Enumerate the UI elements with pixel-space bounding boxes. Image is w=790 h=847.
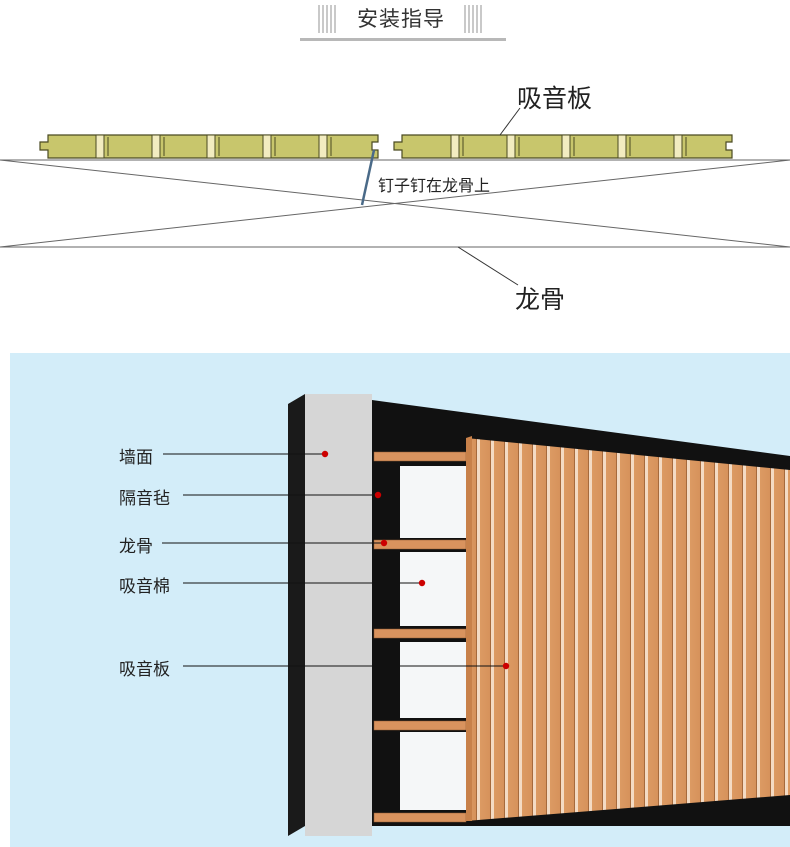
acoustic-panel-slats xyxy=(466,438,790,821)
title-right-stripes xyxy=(464,5,484,33)
panel-leader-line xyxy=(499,107,521,136)
nail-label: 钉子钉在龙骨上 xyxy=(378,176,491,195)
joist-leader-line xyxy=(457,246,519,286)
marker-dots xyxy=(321,450,510,670)
panel-label: 吸音板 xyxy=(517,84,593,113)
label-cotton: 吸音棉 xyxy=(119,577,170,597)
section-header: 安装指导 xyxy=(0,0,790,46)
joist-label: 龙骨 xyxy=(515,285,566,314)
panel-joint-marks xyxy=(107,137,687,156)
joist-plane xyxy=(0,159,790,248)
cotton-cells xyxy=(400,466,466,810)
label-wall: 墙面 xyxy=(119,448,153,468)
label-panel: 吸音板 xyxy=(119,660,170,680)
panel-profile-diagram xyxy=(0,107,790,286)
panel-grooves xyxy=(95,134,683,159)
wall-block xyxy=(288,394,372,836)
title-left-stripes xyxy=(318,5,338,33)
label-joist: 龙骨 xyxy=(119,537,153,557)
leader-lines xyxy=(162,453,506,667)
nail-icon xyxy=(360,149,376,206)
label-felt: 隔音毡 xyxy=(119,489,170,509)
title-underline xyxy=(300,38,506,41)
page-title: 安装指导 xyxy=(357,7,445,31)
